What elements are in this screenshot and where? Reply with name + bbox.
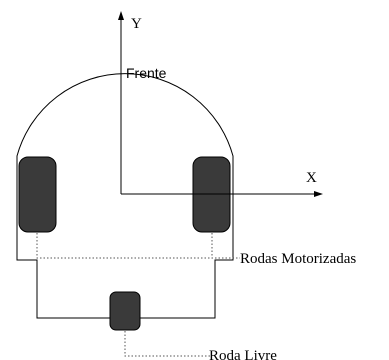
front-label: Frente — [126, 65, 167, 81]
x-axis-label: X — [306, 170, 317, 186]
y-axis-label: Y — [131, 16, 142, 32]
free-wheel-leader-line — [124, 331, 210, 357]
robot-body-outline — [16, 73, 234, 319]
motor-wheels-leader-line — [36, 233, 240, 259]
y-axis-arrowhead — [118, 11, 124, 20]
free-wheel-label: Roda Livre — [209, 348, 277, 360]
free-wheel — [109, 291, 141, 331]
x-axis-arrowhead — [314, 191, 323, 197]
left-motor-wheel — [18, 156, 57, 233]
motor-wheels-label: Rodas Motorizadas — [240, 251, 356, 267]
